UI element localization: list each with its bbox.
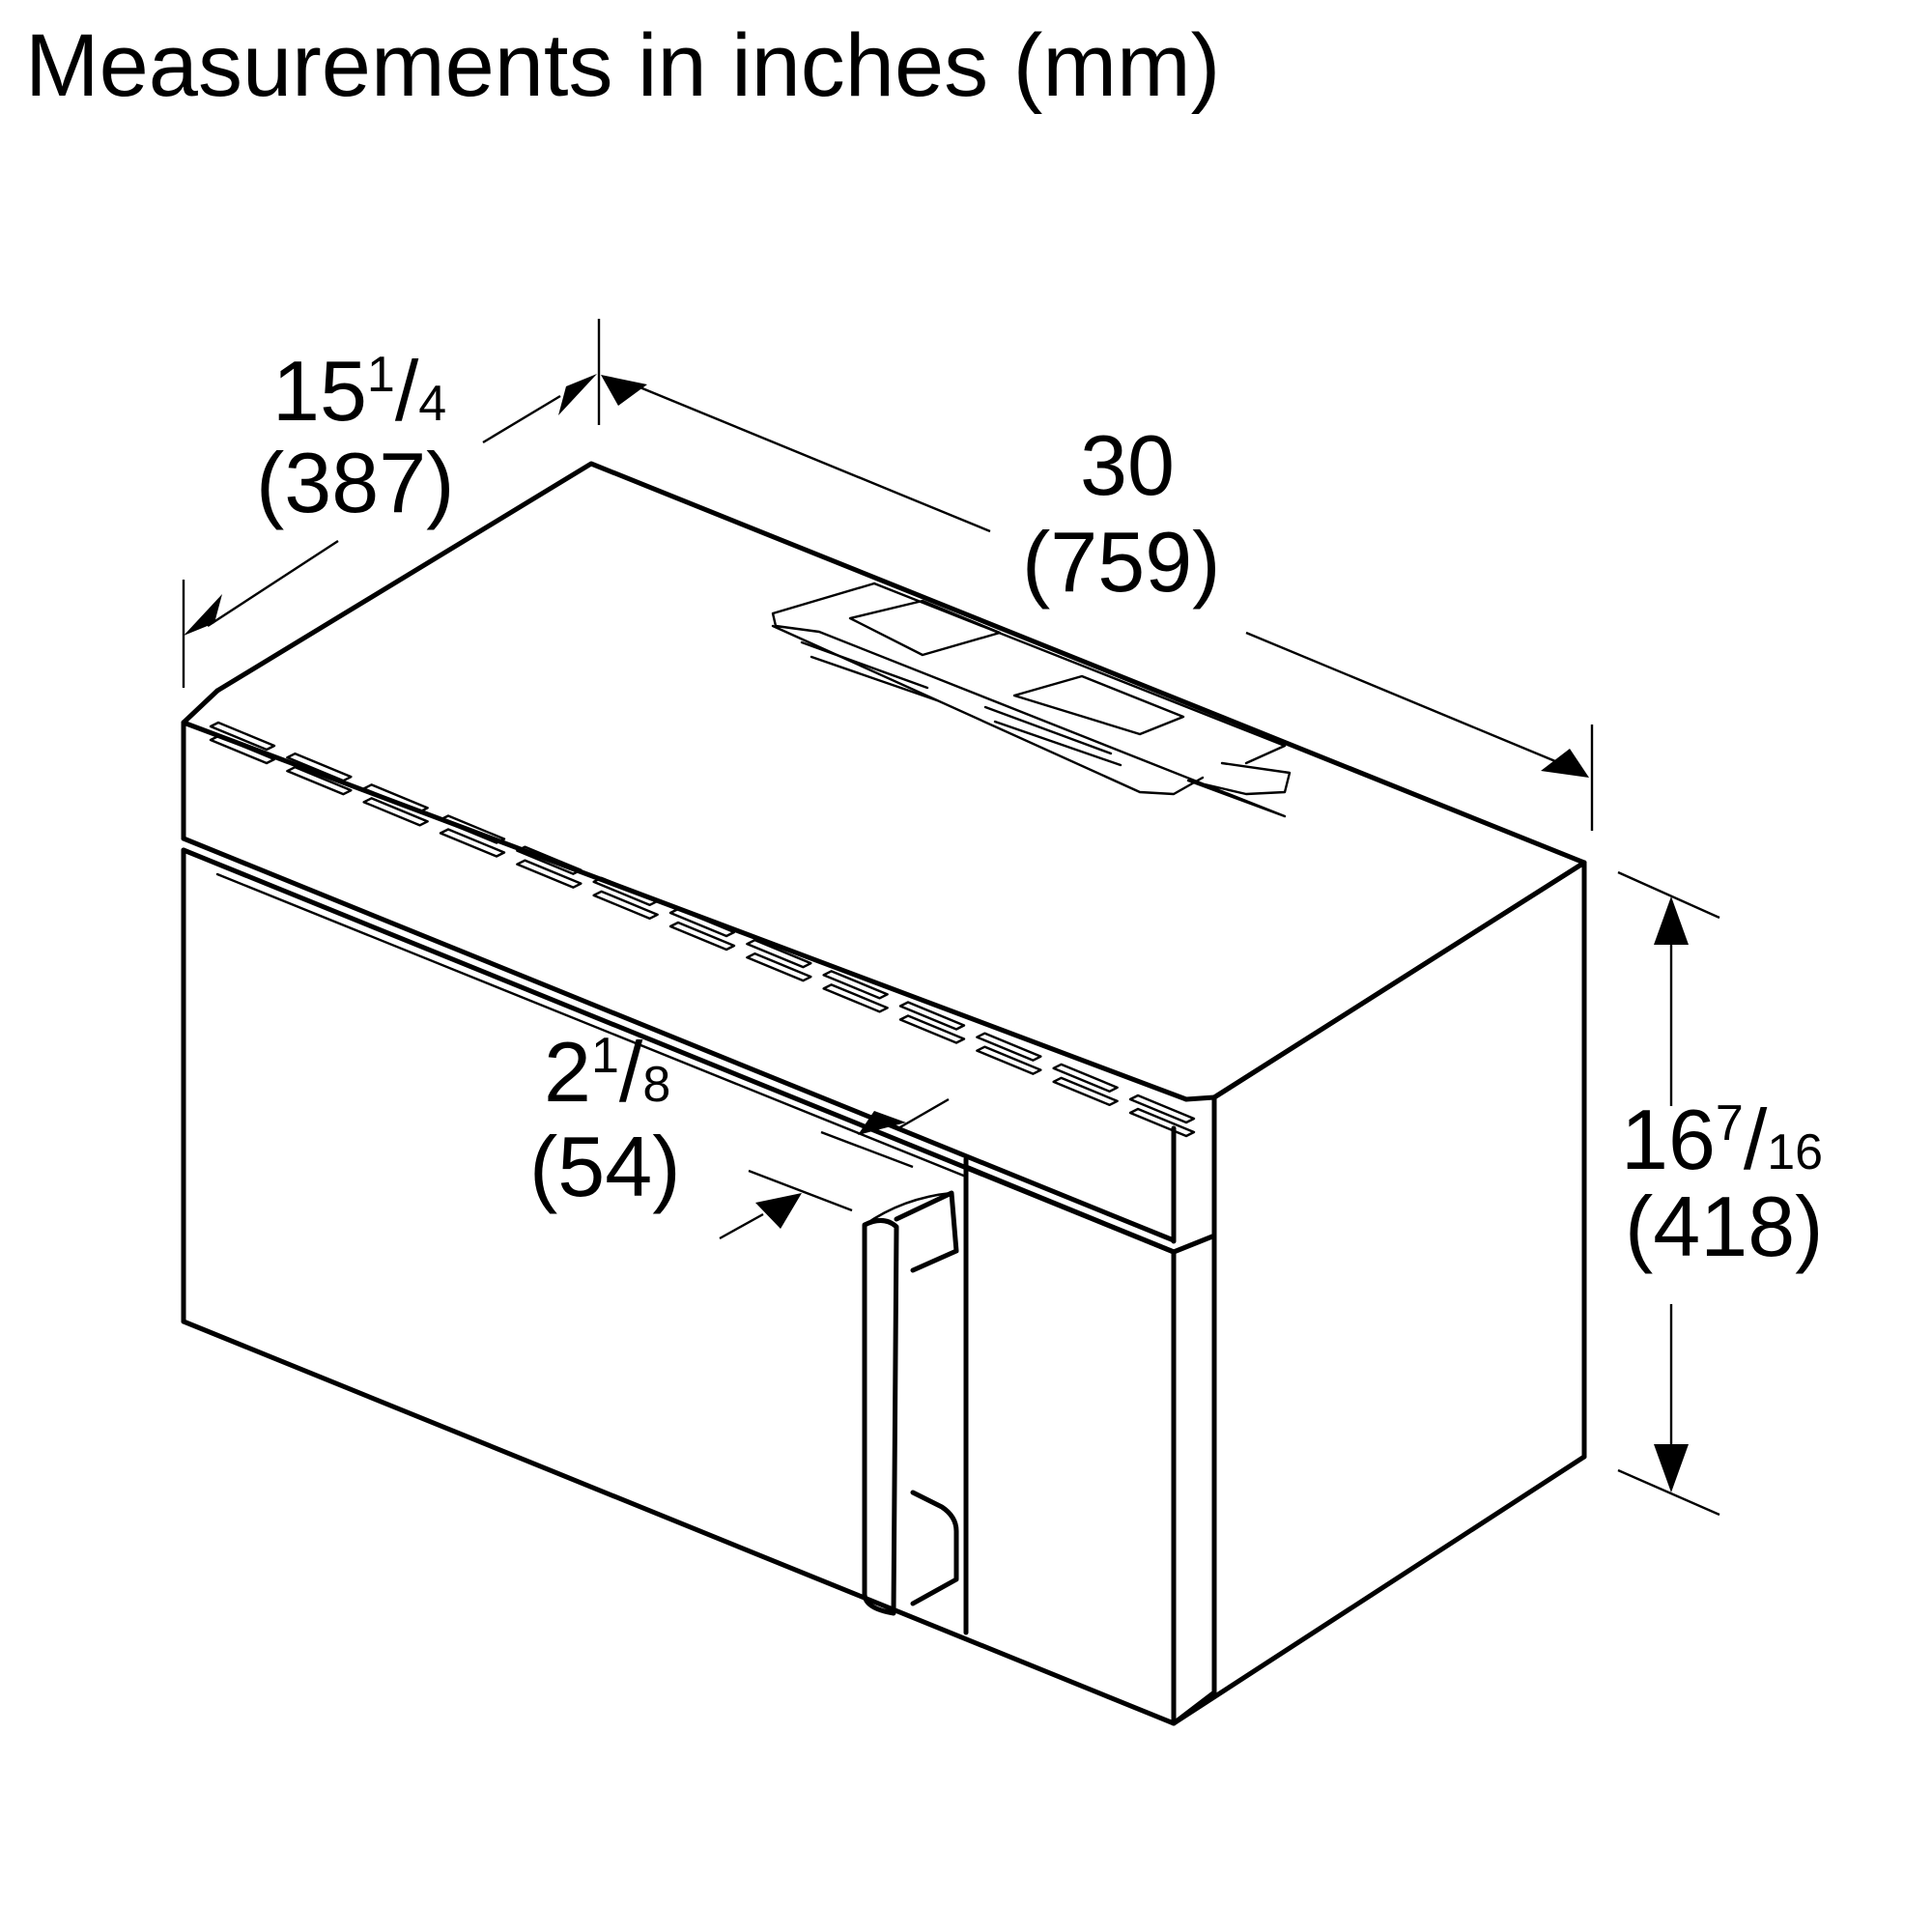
right-side-top-edge	[1211, 860, 1587, 1100]
door-handle	[862, 1218, 899, 1616]
handle-arrow-lower	[755, 1193, 802, 1229]
front-right-bevel	[1171, 1234, 1215, 1255]
vent-slot	[898, 1001, 966, 1031]
vent-slot	[1052, 1076, 1119, 1107]
vent-slot	[976, 1032, 1042, 1062]
depth-label: 151/4	[272, 343, 446, 439]
handle-label: 21/8	[544, 1024, 670, 1120]
vent-slot	[209, 734, 276, 765]
vent-opening-1	[848, 599, 1002, 657]
vent-slot	[822, 970, 889, 1000]
vent-slot	[362, 797, 429, 827]
door-inner-top-line	[215, 872, 968, 1179]
vent-strip-bottom-edge	[181, 836, 1177, 1243]
vent-slot	[822, 983, 889, 1013]
vent-slot	[592, 890, 659, 921]
height-arrow-top	[1654, 896, 1689, 945]
door-handle-top-bracket	[894, 1190, 959, 1273]
dimension-width: 30 (759)	[601, 375, 1594, 831]
vent-slot	[898, 1014, 966, 1044]
handle-arrow-upper	[858, 1111, 906, 1135]
width-arrow-left	[601, 375, 647, 406]
vent-opening-2	[1012, 674, 1185, 736]
door-handle-top-cap	[863, 1191, 953, 1227]
vent-slot	[439, 814, 506, 844]
right-side-bottom-edge	[1171, 1454, 1587, 1726]
diagram-title: Measurements in inches (mm)	[25, 16, 1221, 115]
depth-arrow-left	[184, 594, 222, 636]
depth-mm-label: (387)	[256, 435, 454, 530]
top-face	[214, 461, 1587, 1100]
top-vent-plate	[771, 582, 1292, 818]
width-label: 30	[1080, 417, 1175, 513]
vent-slot	[1128, 1107, 1196, 1138]
vent-slot	[286, 765, 353, 796]
handle-mm-label: (54)	[529, 1119, 681, 1214]
vent-strip-right-bevel	[1183, 1094, 1217, 1102]
vent-slot	[209, 721, 276, 752]
vent-slot	[592, 876, 659, 907]
vent-slot	[1052, 1063, 1119, 1094]
dimension-depth: 151/4 (387)	[182, 319, 601, 688]
front-bottom-edge	[181, 1319, 1177, 1726]
dimension-handle: 21/8 (54)	[529, 1024, 950, 1240]
height-arrow-bottom	[1654, 1444, 1689, 1492]
vent-slot	[976, 1045, 1042, 1075]
dimension-height: 167/16 (418)	[1617, 870, 1823, 1517]
height-mm-label: (418)	[1625, 1179, 1823, 1274]
vent-slot	[746, 938, 812, 969]
vent-slot	[439, 828, 506, 858]
vent-slot	[516, 845, 582, 875]
vent-slot	[668, 921, 736, 952]
vent-slot	[1128, 1094, 1196, 1124]
vent-slots	[209, 721, 1196, 1138]
door-handle-bottom-bracket	[910, 1490, 959, 1606]
vent-slot	[516, 859, 582, 889]
top-left-chamfer	[181, 688, 220, 725]
vent-slot	[362, 783, 429, 813]
vent-slot	[668, 907, 736, 938]
vent-slot	[746, 952, 812, 982]
vent-slot	[286, 752, 353, 782]
microwave-outline	[181, 461, 1587, 1726]
depth-arrow-right	[558, 374, 597, 415]
control-panel-line	[963, 1164, 1177, 1255]
height-label: 167/16	[1621, 1092, 1823, 1187]
width-arrow-right	[1541, 749, 1589, 778]
width-mm-label: (759)	[1022, 514, 1220, 610]
